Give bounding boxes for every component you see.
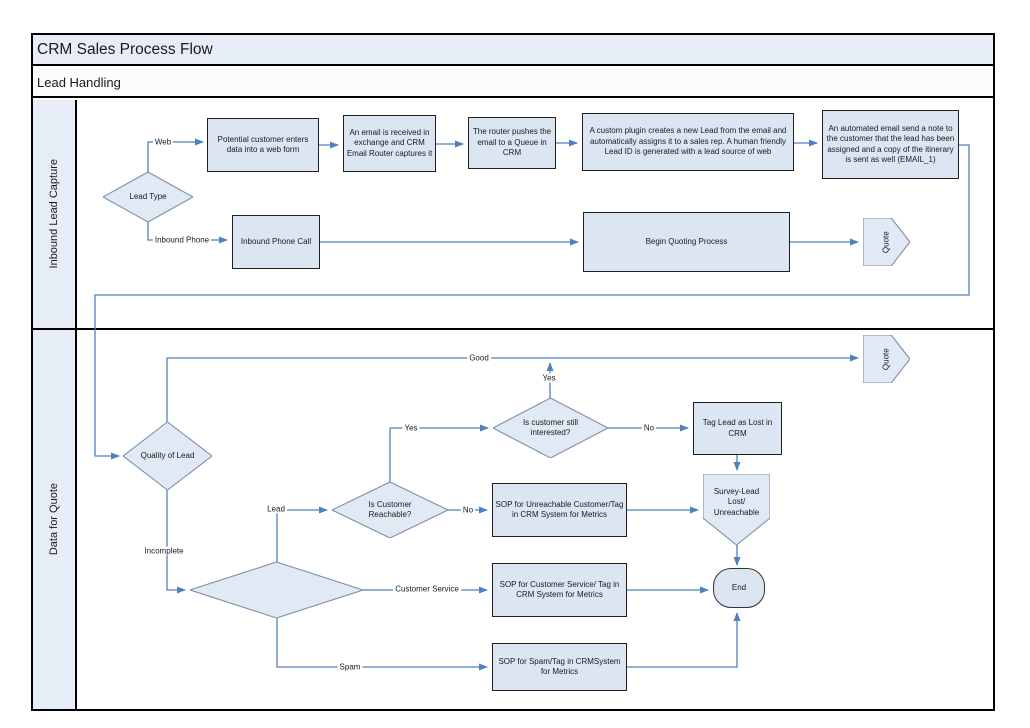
decision-label: Lead Type xyxy=(129,191,167,201)
decision-spam-lead-cs xyxy=(190,562,363,618)
process-automated-email: An automated email send a note to the cu… xyxy=(822,110,959,179)
process-sop-spam: SOP for Spam/Tag in CRMSystem for Metric… xyxy=(492,643,627,691)
process-custom-plugin: A custom plugin creates a new Lead from … xyxy=(582,113,794,171)
diagram-subtitle-bar: Lead Handling xyxy=(33,68,993,98)
process-web-form: Potential customer enters data into a we… xyxy=(207,118,319,172)
diagram-frame xyxy=(31,33,995,711)
diagram-title-bar: CRM Sales Process Flow xyxy=(33,35,993,66)
decision-quality-of-lead: Quality of Lead xyxy=(123,422,212,490)
edge-label-incomplete: Incomplete xyxy=(142,546,186,556)
offpage-quote-bottom: Quote xyxy=(863,335,910,383)
offpage-quote-top: Quote xyxy=(863,218,910,266)
lane-data-for-quote: Data for Quote xyxy=(33,330,77,709)
edge-label-inbound-phone: Inbound Phone xyxy=(152,235,212,245)
process-router-pushes: The router pushes the email to a Queue i… xyxy=(468,117,556,169)
process-sop-customer-service: SOP for Customer Service/ Tag in CRM Sys… xyxy=(492,563,627,617)
lane-inbound-lead-capture: Inbound Lead Capture xyxy=(33,100,77,328)
offpage-label: Survey-Lead Lost/ Unreachable xyxy=(713,486,760,517)
edge-label-no-interested: No xyxy=(641,423,657,433)
lane-label: Data for Quote xyxy=(48,483,60,556)
subtitle: Lead Handling xyxy=(37,74,121,90)
offpage-label: Quote xyxy=(881,348,891,370)
edge-label-yes-interested: Yes xyxy=(402,423,420,433)
edge-label-customer-service: Customer Service xyxy=(393,584,461,594)
edge-label-web: Web xyxy=(152,137,174,147)
edge-label-yes-good: Yes xyxy=(540,373,558,383)
decision-still-interested: Is customer still interested? xyxy=(493,398,608,458)
diamond-shape xyxy=(332,482,448,538)
process-begin-quoting: Begin Quoting Process xyxy=(583,212,790,272)
pentagon-down-shape xyxy=(703,474,770,545)
diamond-shape xyxy=(493,398,608,458)
decision-customer-reachable: Is Customer Reachable? xyxy=(332,482,448,538)
pentagon-right-shape xyxy=(863,335,910,383)
offpage-label: Quote xyxy=(881,231,891,253)
edge-label-good: Good xyxy=(467,353,491,363)
diamond-shape xyxy=(123,422,212,490)
lane-separator xyxy=(33,328,993,330)
diamond-shape xyxy=(103,172,193,222)
pentagon-right-shape xyxy=(863,218,910,266)
process-inbound-phone-call: Inbound Phone Call xyxy=(232,215,320,269)
lane-label: Inbound Lead Capture xyxy=(48,159,60,269)
process-email-received: An email is received in exchange and CRM… xyxy=(343,115,436,172)
edge-label-lead: Lead xyxy=(265,504,287,514)
terminator-end: End xyxy=(713,568,765,608)
decision-lead-type: Lead Type xyxy=(103,172,193,222)
decision-label: Is customer still interested? xyxy=(522,417,579,437)
edge-label-no-reachable: No xyxy=(460,505,476,515)
process-tag-lead-lost: Tag Lead as Lost in CRM xyxy=(693,402,782,455)
diamond-shape xyxy=(190,562,363,618)
page-title: CRM Sales Process Flow xyxy=(37,40,213,58)
decision-label: Quality of Lead xyxy=(140,450,195,460)
offpage-survey-lead-lost: Survey-Lead Lost/ Unreachable xyxy=(703,474,770,545)
edge-label-spam: Spam xyxy=(337,662,363,672)
process-sop-unreachable: SOP for Unreachable Customer/Tag in CRM … xyxy=(492,483,627,537)
decision-label: Is Customer Reachable? xyxy=(368,499,412,519)
